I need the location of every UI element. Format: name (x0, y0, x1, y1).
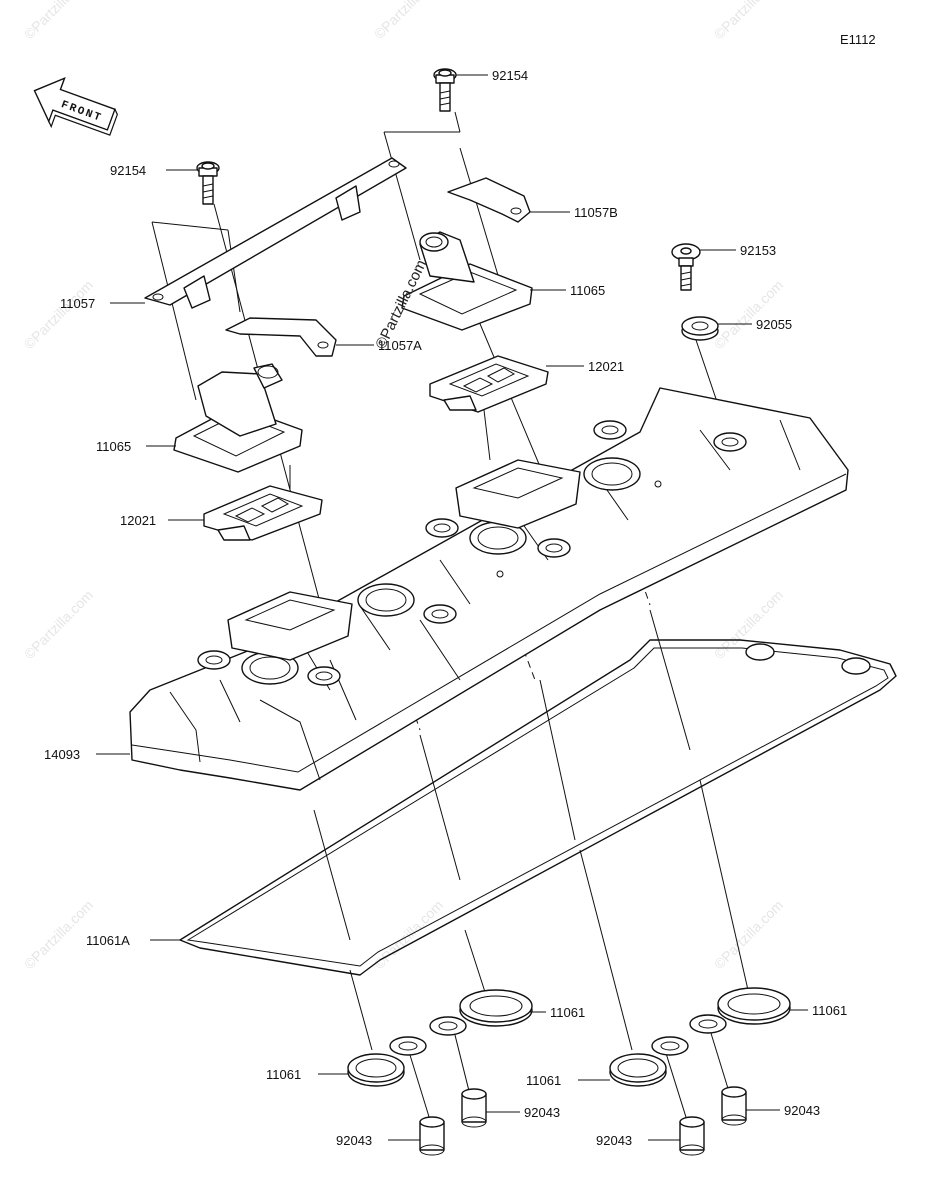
watermark: ©Partzilla.com (21, 587, 96, 662)
part-label-11057: 11057 (60, 296, 95, 311)
part-label-11057B: 11057B (574, 205, 618, 220)
watermark: ©Partzilla.com (711, 277, 786, 352)
part-labels: 92154 92154 11057B 92153 92055 11065 110… (44, 68, 847, 1148)
watermark: ©Partzilla.com (711, 897, 786, 972)
part-label-11065-left: 11065 (96, 439, 131, 454)
part-label-12021-right: 12021 (588, 359, 624, 374)
watermark: ©Partzilla.com (21, 0, 96, 42)
plug-gasket-icon (429, 989, 533, 1036)
part-label-11061A: 11061A (86, 933, 130, 948)
bolt-icon (671, 243, 701, 291)
part-label-92154-left: 92154 (110, 163, 146, 178)
diagram-code: E1112 (840, 32, 876, 47)
plug-gasket-icon (609, 1036, 689, 1087)
bolt-icon (433, 68, 457, 112)
part-label-92043-b: 92043 (524, 1105, 560, 1120)
watermark: ©Partzilla.com (21, 277, 96, 352)
part-label-11065-right: 11065 (570, 283, 605, 298)
watermark: ©Partzilla.com (21, 897, 96, 972)
washer-icon (681, 316, 719, 341)
part-label-92153: 92153 (740, 243, 776, 258)
bracket-a (225, 317, 337, 357)
part-label-11061-c: 11061 (526, 1073, 561, 1088)
bracket-main (144, 157, 407, 309)
part-label-92043-a: 92043 (336, 1133, 372, 1148)
plug-gasket-icon (347, 1036, 427, 1087)
part-label-92055: 92055 (756, 317, 792, 332)
watermark: ©Partzilla.com (711, 0, 786, 42)
part-label-92043-d: 92043 (784, 1103, 820, 1118)
part-label-11061-a: 11061 (550, 1005, 585, 1020)
watermark: ©Partzilla.com (371, 0, 446, 42)
part-label-12021-left: 12021 (120, 513, 156, 528)
sleeve-icon (419, 1116, 445, 1156)
breather-cover-right (401, 231, 533, 331)
front-arrow-icon: FRONT (33, 76, 118, 136)
bolt-icon (196, 161, 220, 205)
sleeve-icon (679, 1116, 705, 1156)
cylinder-head-cover (129, 387, 849, 791)
part-label-14093: 14093 (44, 747, 80, 762)
part-label-11061-b: 11061 (266, 1067, 301, 1082)
watermark: ©Partzilla.com (371, 897, 446, 972)
part-label-92043-c: 92043 (596, 1133, 632, 1148)
bracket-b (447, 177, 531, 223)
part-label-11057A: 11057A (378, 338, 422, 353)
part-label-11061-d: 11061 (812, 1003, 847, 1018)
sleeve-icon (721, 1086, 747, 1126)
cover-gasket (179, 639, 897, 976)
gasket-left (203, 485, 323, 541)
part-label-92154-top: 92154 (492, 68, 528, 83)
sleeve-icon (461, 1088, 487, 1128)
breather-cover-left (173, 363, 303, 473)
gasket-right (429, 355, 549, 413)
leader-lines (96, 74, 808, 1141)
plug-gasket-icon (689, 987, 791, 1034)
